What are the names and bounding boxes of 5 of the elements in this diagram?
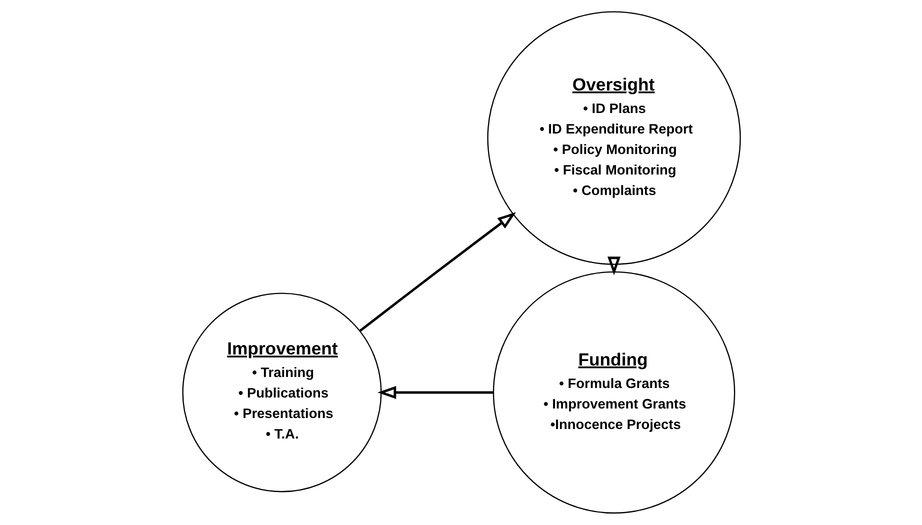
arrow [607, 256, 620, 276]
arrow [376, 386, 493, 399]
node-circle: Improvement • Training • Publications • Presentations • T.A. [182, 292, 382, 492]
arrow [358, 212, 516, 332]
node-circle: Funding • Formula Grants • Improvement Grants •Innocence Projects [492, 271, 735, 514]
